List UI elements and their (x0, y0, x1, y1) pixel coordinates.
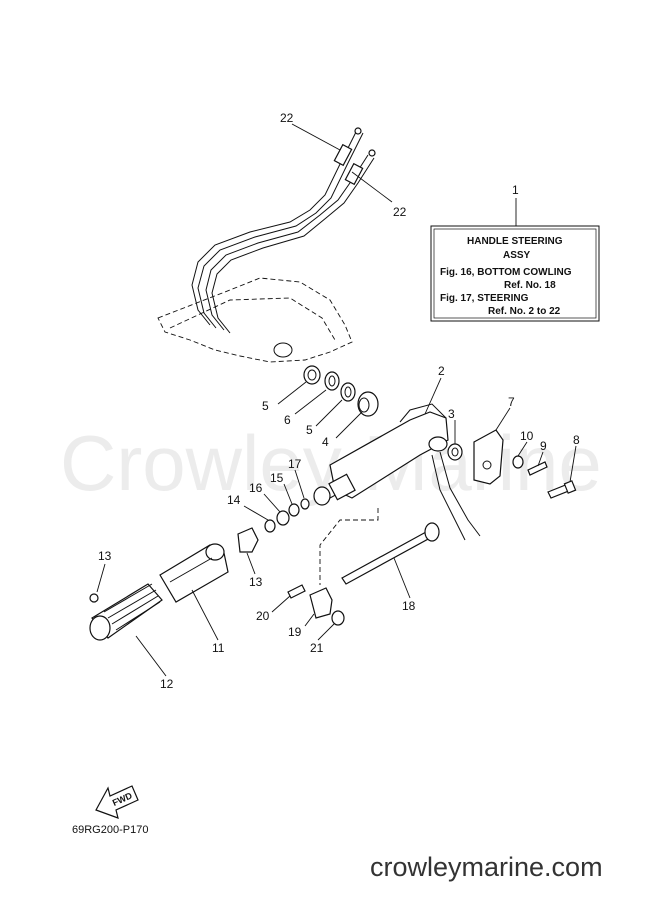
diagram-code: 69RG200-P170 (72, 824, 148, 836)
info-ref-1-no: Ref. No. 18 (504, 280, 556, 291)
callout-10: 10 (520, 429, 534, 443)
callout-7: 7 (508, 395, 515, 409)
info-ref-2: Fig. 17, STEERING (440, 293, 529, 304)
collar-3 (447, 443, 463, 461)
callout-9: 9 (540, 439, 547, 453)
watermark: Crowley Marine (60, 419, 602, 507)
callouts: 22 22 2 3 4 5 6 5 7 8 9 10 17 15 16 14 1… (98, 111, 580, 691)
spring-16 (276, 510, 290, 526)
callout-2: 2 (438, 364, 445, 378)
callout-21: 21 (310, 641, 324, 655)
callout-5b: 5 (306, 423, 313, 437)
callout-12: 12 (160, 677, 174, 691)
nut-21 (331, 610, 345, 626)
callout-20: 20 (256, 609, 270, 623)
callout-5a: 5 (262, 399, 269, 413)
callout-18: 18 (402, 599, 416, 613)
assembly-link (319, 508, 379, 585)
bolt-9 (527, 461, 548, 476)
friction-piece-14 (237, 527, 259, 553)
callout-13-final: 13 (98, 549, 112, 563)
site-footer: crowleymarine.com (370, 852, 603, 882)
rod-18 (341, 522, 440, 585)
callout-14: 13 (249, 575, 263, 589)
callout-4: 4 (322, 435, 329, 449)
info-title: HANDLE STEERING (467, 236, 563, 247)
washer-15b (288, 503, 300, 517)
callout-1: 1 (512, 183, 519, 197)
washer-5b (340, 382, 356, 402)
callout-11: 11 (212, 641, 225, 655)
bolt-8 (547, 480, 577, 499)
bushing-4 (357, 391, 379, 417)
throttle-cables (191, 127, 376, 334)
callout-22a: 22 (280, 111, 294, 125)
throttle-shaft-11 (159, 543, 229, 603)
washer-10 (512, 455, 524, 469)
bolt-20 (287, 584, 306, 599)
washer-5a (303, 365, 321, 385)
callout-15a: 14 (227, 493, 241, 507)
washer-15a (264, 519, 276, 533)
grip-12 (89, 583, 163, 641)
callout-15b: 15 (270, 471, 284, 485)
washer-6 (324, 371, 340, 391)
arm-end (313, 473, 356, 506)
callout-6: 6 (284, 413, 291, 427)
info-ref-2-no: Ref. No. 2 to 22 (488, 306, 561, 317)
bottom-cowling-outline (157, 277, 353, 363)
fwd-arrow: FWD (95, 785, 139, 819)
callout-17: 17 (288, 457, 302, 471)
info-subtitle: ASSY (503, 250, 531, 261)
info-ref-1: Fig. 16, BOTTOM COWLING (440, 267, 572, 278)
leader-lines (96, 123, 577, 677)
callout-19: 19 (288, 625, 302, 639)
clamp-19 (309, 587, 333, 619)
screw-13 (89, 593, 99, 603)
info-box: 1 HANDLE STEERING ASSY Fig. 16, BOTTOM C… (430, 183, 600, 322)
callout-8: 8 (573, 433, 580, 447)
washer-17 (300, 498, 310, 510)
callout-3: 3 (448, 407, 455, 421)
callout-22b: 22 (393, 205, 407, 219)
callout-16: 16 (249, 481, 263, 495)
